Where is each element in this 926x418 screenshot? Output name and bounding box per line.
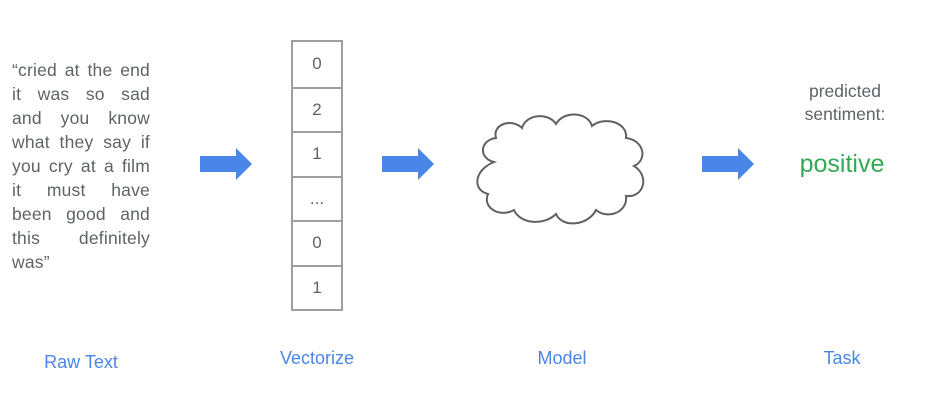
model-label: Model [537, 348, 587, 368]
arrow-raw-to-vectorize [200, 148, 252, 180]
predicted-sentiment-label: predicted sentiment: [804, 81, 886, 124]
task-label: Task [823, 348, 861, 368]
arrow-vectorize-to-model [382, 148, 434, 180]
vector-cell: ... [293, 175, 341, 221]
vector-cell: 1 [293, 131, 341, 176]
vector-cell: 1 [293, 264, 341, 310]
vector-cell: 0 [293, 220, 341, 265]
vector-cell: 0 [312, 54, 322, 74]
raw-text-sample: “cried at the end it was so sad and you … [12, 60, 150, 272]
vector-cell: 2 [293, 86, 341, 132]
predicted-sentiment-value: positive [799, 150, 885, 178]
model-cloud-icon [476, 113, 645, 225]
vector-column: 0 2 1 ... 0 1 [291, 40, 343, 311]
raw-text-label: Raw Text [44, 352, 118, 372]
vectorize-label: Vectorize [279, 348, 355, 368]
arrow-model-to-task [702, 148, 754, 180]
